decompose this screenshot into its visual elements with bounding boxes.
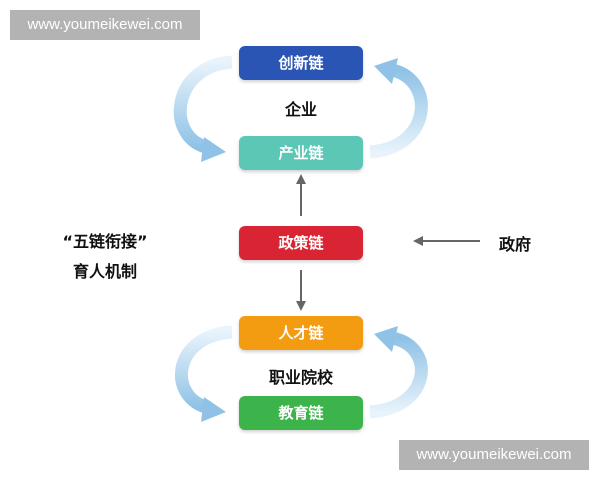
cycle-arrow-bottom-left [175,325,233,422]
mechanism-title-line1: “五链衔接” [62,232,148,251]
innovation-chain-box: 创新链 [239,46,363,80]
government-label: 政府 [498,235,531,254]
cycle-arrow-bottom-right [369,326,428,419]
cycle-arrow-top-right [369,58,428,159]
policy-chain-box: 政策链 [239,226,363,260]
cycle-arrow-top-left [173,55,233,162]
watermark-bottom: www.youmeikewei.com [399,440,589,470]
mechanism-title-line2: 育人机制 [72,262,137,281]
industry-chain-box: 产业链 [239,136,363,170]
college-label: 职业院校 [268,368,333,387]
enterprise-label: 企业 [284,100,317,119]
watermark-top: www.youmeikewei.com [10,10,200,40]
education-chain-box: 教育链 [239,396,363,430]
talent-chain-box: 人才链 [239,316,363,350]
